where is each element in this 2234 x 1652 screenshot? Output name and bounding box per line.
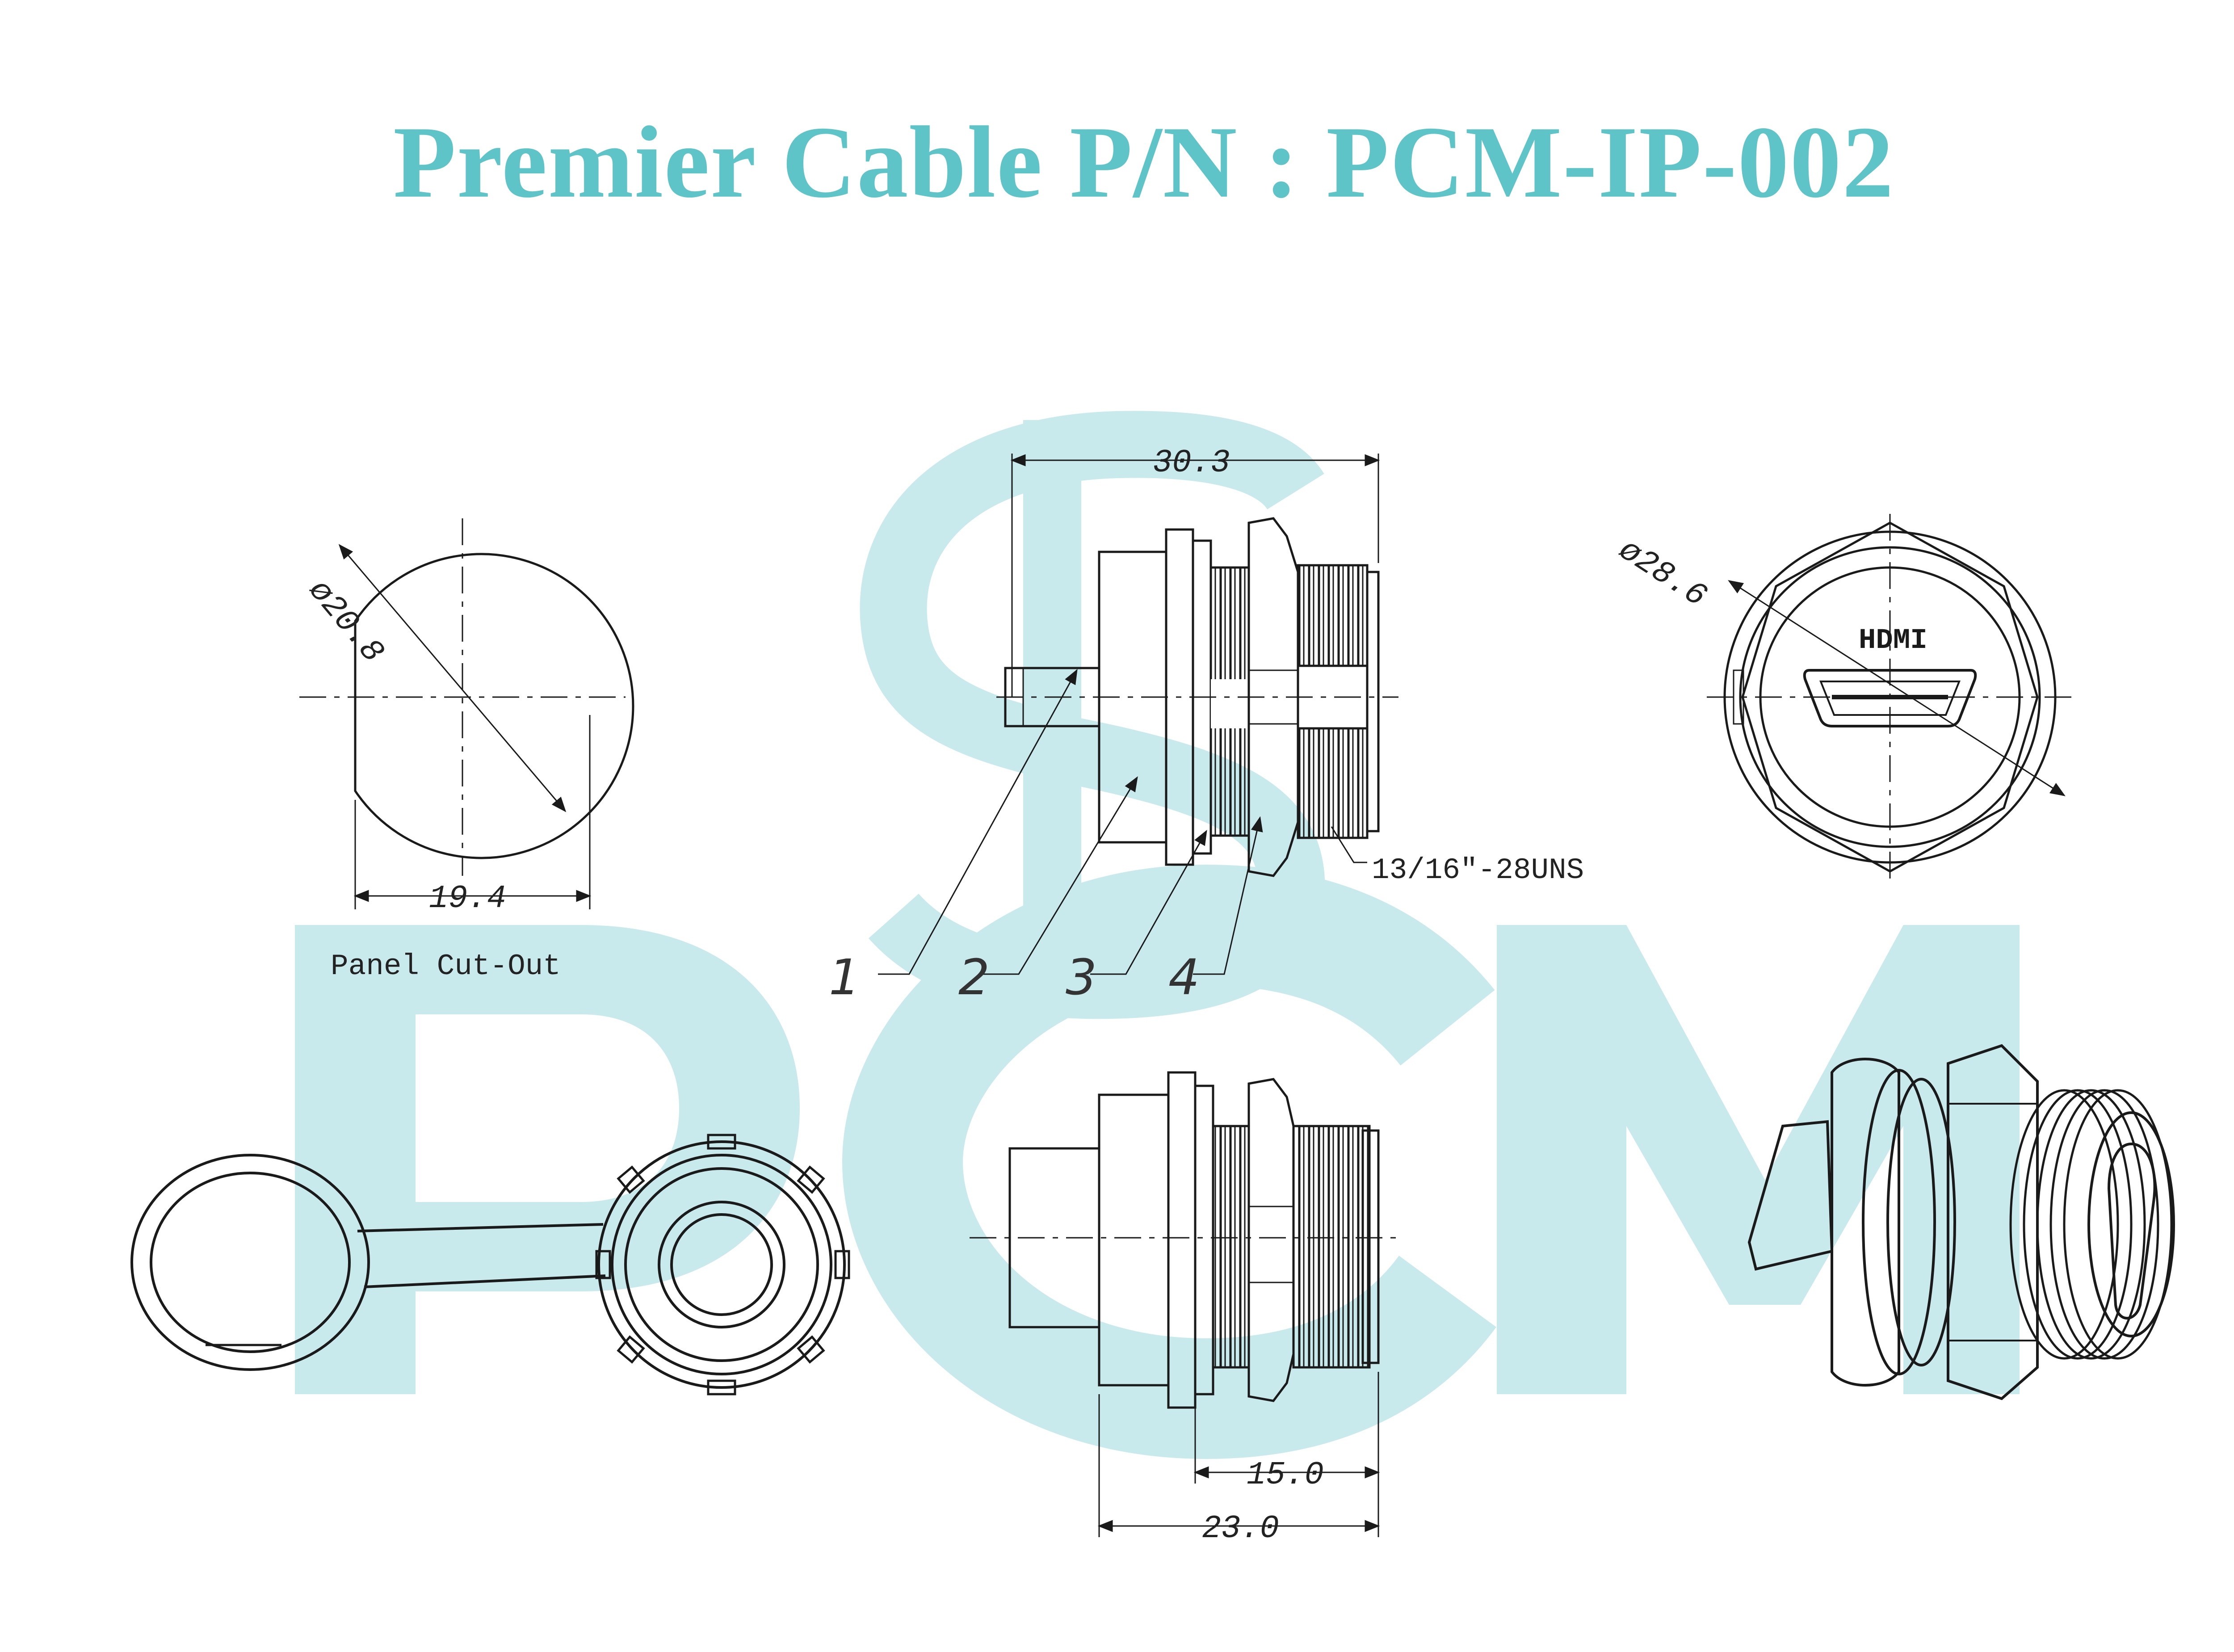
thread-spec-label: 13/16"-28UNS	[1372, 853, 1584, 887]
panel-cutout-view	[299, 518, 634, 909]
tether-loop-outer	[130, 1154, 370, 1371]
front-diameter-label: ø28.6	[1612, 532, 1713, 615]
callout-3: 3	[1066, 949, 1097, 1006]
overall-length-label: 30.3	[1153, 445, 1230, 481]
iso-hex-nut	[1947, 1044, 2039, 1400]
iso-body	[1831, 1058, 1900, 1387]
cap-grip-tabs	[595, 1134, 850, 1396]
front-view	[1707, 514, 2073, 880]
callout-leader-4	[1193, 816, 1263, 975]
bottom-thread-front	[1212, 1125, 1250, 1369]
watermark-letter-p	[295, 925, 800, 1394]
callout-4: 4	[1168, 949, 1200, 1006]
cap-center-outer	[658, 1201, 785, 1328]
page-title: Premier Cable P/N : PCM-IP-002	[393, 105, 1894, 219]
cap-outer-ring	[597, 1140, 846, 1389]
rear-lip	[1366, 571, 1380, 832]
watermark-letter-m	[1497, 925, 2020, 1394]
cutout-width-label: 19.4	[429, 880, 506, 917]
diameter-leader	[338, 544, 567, 812]
thread-leader	[1331, 826, 1367, 863]
panel-cutout-caption: Panel Cut-Out	[331, 950, 561, 983]
callout-leader-2	[983, 776, 1138, 975]
iso-threads	[2009, 1089, 2173, 1360]
cap-center-inner	[670, 1213, 773, 1316]
callout-2: 2	[958, 949, 990, 1006]
cap-ring-2	[611, 1154, 832, 1375]
cutout-outline	[354, 553, 634, 859]
callout-leader-1	[878, 669, 1078, 975]
tether-strap-bottom	[364, 1274, 606, 1288]
iso-gasket	[1886, 1078, 1956, 1366]
isometric-view	[1747, 1044, 2175, 1400]
iso-plug-stub	[1747, 1120, 1834, 1271]
hdmi-logo-text: HDMI	[1859, 625, 1927, 657]
cap-ring-3	[624, 1167, 819, 1362]
dim-23-label: 23.0	[1202, 1510, 1279, 1547]
bottom-rear-lip	[1361, 1129, 1380, 1364]
callout-leader-3	[1090, 830, 1207, 975]
tether-strap-top	[357, 1223, 604, 1232]
dim-15-label: 15.0	[1247, 1457, 1324, 1493]
tether-loop-inner	[150, 1172, 351, 1353]
iso-hdmi-port	[2107, 1142, 2156, 1320]
cutout-diameter-label: ø20.8	[301, 572, 391, 670]
side-view	[878, 454, 1398, 975]
iso-face-ring	[2087, 1111, 2175, 1337]
pcm-watermark	[295, 411, 2020, 1459]
bottom-side-view	[970, 1071, 1398, 1537]
bottom-thread-rear	[1292, 1125, 1371, 1369]
callout-1: 1	[829, 949, 860, 1006]
front-diameter-leader	[1728, 580, 2066, 796]
dust-cap-view	[130, 1134, 850, 1396]
iso-flange-face	[1862, 1069, 1936, 1375]
